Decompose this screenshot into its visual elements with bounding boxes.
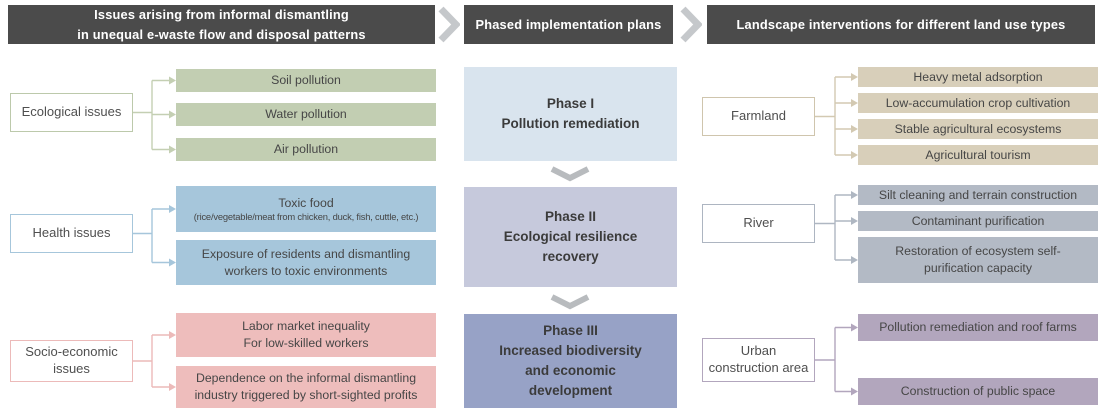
intervention-item-agricultural-tourism: Agricultural tourism bbox=[858, 145, 1098, 165]
item-label: Water pollution bbox=[265, 107, 347, 122]
item-label: industry triggered by short-sighted prof… bbox=[194, 388, 418, 402]
intervention-item-silt-cleaning: Silt cleaning and terrain construction bbox=[858, 185, 1098, 205]
intervention-item-low-accumulation: Low-accumulation crop cultivation bbox=[858, 93, 1098, 113]
category-label: issues bbox=[53, 361, 90, 376]
item-label: Silt cleaning and terrain construction bbox=[878, 187, 1078, 202]
category-box-urban: Urban construction area bbox=[702, 338, 815, 382]
intervention-item-stable-ecosystems: Stable agricultural ecosystems bbox=[858, 119, 1098, 139]
category-box-health: Health issues bbox=[10, 214, 133, 253]
category-box-ecological: Ecological issues bbox=[10, 93, 133, 132]
phase-title: Phase III bbox=[543, 322, 598, 338]
chevron-down-icon bbox=[550, 294, 590, 310]
phase-title: Phase I bbox=[546, 95, 595, 111]
category-label: Urban bbox=[740, 343, 777, 359]
intervention-item-roof-farms: Pollution remediation and roof farms bbox=[858, 314, 1098, 341]
connector-farmland bbox=[815, 76, 851, 156]
category-box-farmland: Farmland bbox=[702, 97, 815, 136]
connector-urban bbox=[815, 326, 851, 393]
category-label: Socio-economic bbox=[25, 344, 118, 360]
phase-2-box: Phase II Ecological resilience recovery bbox=[464, 187, 677, 287]
category-box-socio-economic: Socio-economic issues bbox=[10, 340, 133, 382]
connector-socio bbox=[133, 334, 169, 388]
issue-item-exposure: Exposure of residents and dismantling wo… bbox=[176, 240, 436, 285]
item-label: purification capacity bbox=[924, 261, 1032, 275]
phases-header-label: Phased implementation plans bbox=[475, 16, 662, 32]
item-label: Heavy metal adsorption bbox=[913, 69, 1043, 84]
chevron-right-icon bbox=[680, 6, 702, 43]
phase-subtitle: Increased biodiversity bbox=[499, 342, 642, 358]
item-label: Construction of public space bbox=[900, 384, 1056, 399]
item-label: Air pollution bbox=[273, 142, 339, 157]
category-label: Farmland bbox=[731, 108, 786, 124]
item-label: For low-skilled workers bbox=[243, 336, 369, 350]
phase-subtitle: Pollution remediation bbox=[501, 116, 640, 131]
issue-item-soil-pollution: Soil pollution bbox=[176, 69, 436, 92]
issue-item-dependence: Dependence on the informal dismantling i… bbox=[176, 366, 436, 408]
phase-subtitle: development bbox=[528, 383, 613, 399]
item-label: Soil pollution bbox=[271, 73, 341, 88]
issue-item-air-pollution: Air pollution bbox=[176, 138, 436, 161]
issue-item-labor-market: Labor market inequality For low-skilled … bbox=[176, 313, 436, 357]
phases-header: Phased implementation plans bbox=[464, 5, 673, 44]
item-label: Dependence on the informal dismantling bbox=[195, 371, 417, 386]
category-label: construction area bbox=[708, 360, 809, 375]
item-label: Toxic food bbox=[278, 196, 334, 211]
chevron-right-icon bbox=[438, 6, 460, 43]
item-label: Low-accumulation crop cultivation bbox=[885, 95, 1071, 110]
issue-item-water-pollution: Water pollution bbox=[176, 103, 436, 126]
category-box-river: River bbox=[702, 204, 815, 243]
connector-health bbox=[133, 208, 169, 264]
item-label: Labor market inequality bbox=[242, 319, 370, 334]
connector-river bbox=[815, 194, 851, 261]
item-label: Agricultural tourism bbox=[925, 147, 1031, 162]
chevron-down-icon bbox=[550, 166, 590, 182]
interventions-header: Landscape interventions for different la… bbox=[707, 5, 1095, 44]
intervention-item-contaminant-purification: Contaminant purification bbox=[858, 211, 1098, 231]
connector-ecological bbox=[133, 79, 169, 151]
intervention-item-restoration: Restoration of ecosystem self- purificat… bbox=[858, 237, 1098, 283]
item-label: workers to toxic environments bbox=[224, 263, 388, 278]
interventions-header-label: Landscape interventions for different la… bbox=[736, 16, 1066, 32]
category-label: Ecological issues bbox=[21, 104, 122, 120]
item-label: Pollution remediation and roof farms bbox=[879, 320, 1077, 335]
phase-subtitle: and economic bbox=[525, 363, 616, 378]
item-label: Restoration of ecosystem self- bbox=[895, 244, 1061, 259]
issues-header: Issues arising from informal dismantling… bbox=[8, 5, 435, 44]
category-label: River bbox=[743, 215, 774, 231]
item-label: Contaminant purification bbox=[911, 213, 1045, 228]
phase-1-box: Phase I Pollution remediation bbox=[464, 67, 677, 161]
item-label: Exposure of residents and dismantling bbox=[201, 246, 411, 261]
phase-subtitle: Ecological resilience bbox=[503, 228, 638, 244]
item-note: (rice/vegetable/meat from chicken, duck,… bbox=[193, 210, 419, 222]
issue-item-toxic-food: Toxic food (rice/vegetable/meat from chi… bbox=[176, 186, 436, 232]
category-label: Health issues bbox=[32, 225, 111, 241]
issues-header-line2: in unequal e-waste flow and disposal pat… bbox=[77, 26, 366, 42]
phase-subtitle: recovery bbox=[542, 249, 599, 265]
intervention-item-heavy-metal: Heavy metal adsorption bbox=[858, 67, 1098, 87]
issues-header-line1: Issues arising from informal dismantling bbox=[94, 6, 349, 22]
phase-title: Phase II bbox=[544, 208, 597, 224]
intervention-item-public-space: Construction of public space bbox=[858, 378, 1098, 405]
phase-3-box: Phase III Increased biodiversity and eco… bbox=[464, 314, 677, 408]
item-label: Stable agricultural ecosystems bbox=[894, 121, 1062, 136]
